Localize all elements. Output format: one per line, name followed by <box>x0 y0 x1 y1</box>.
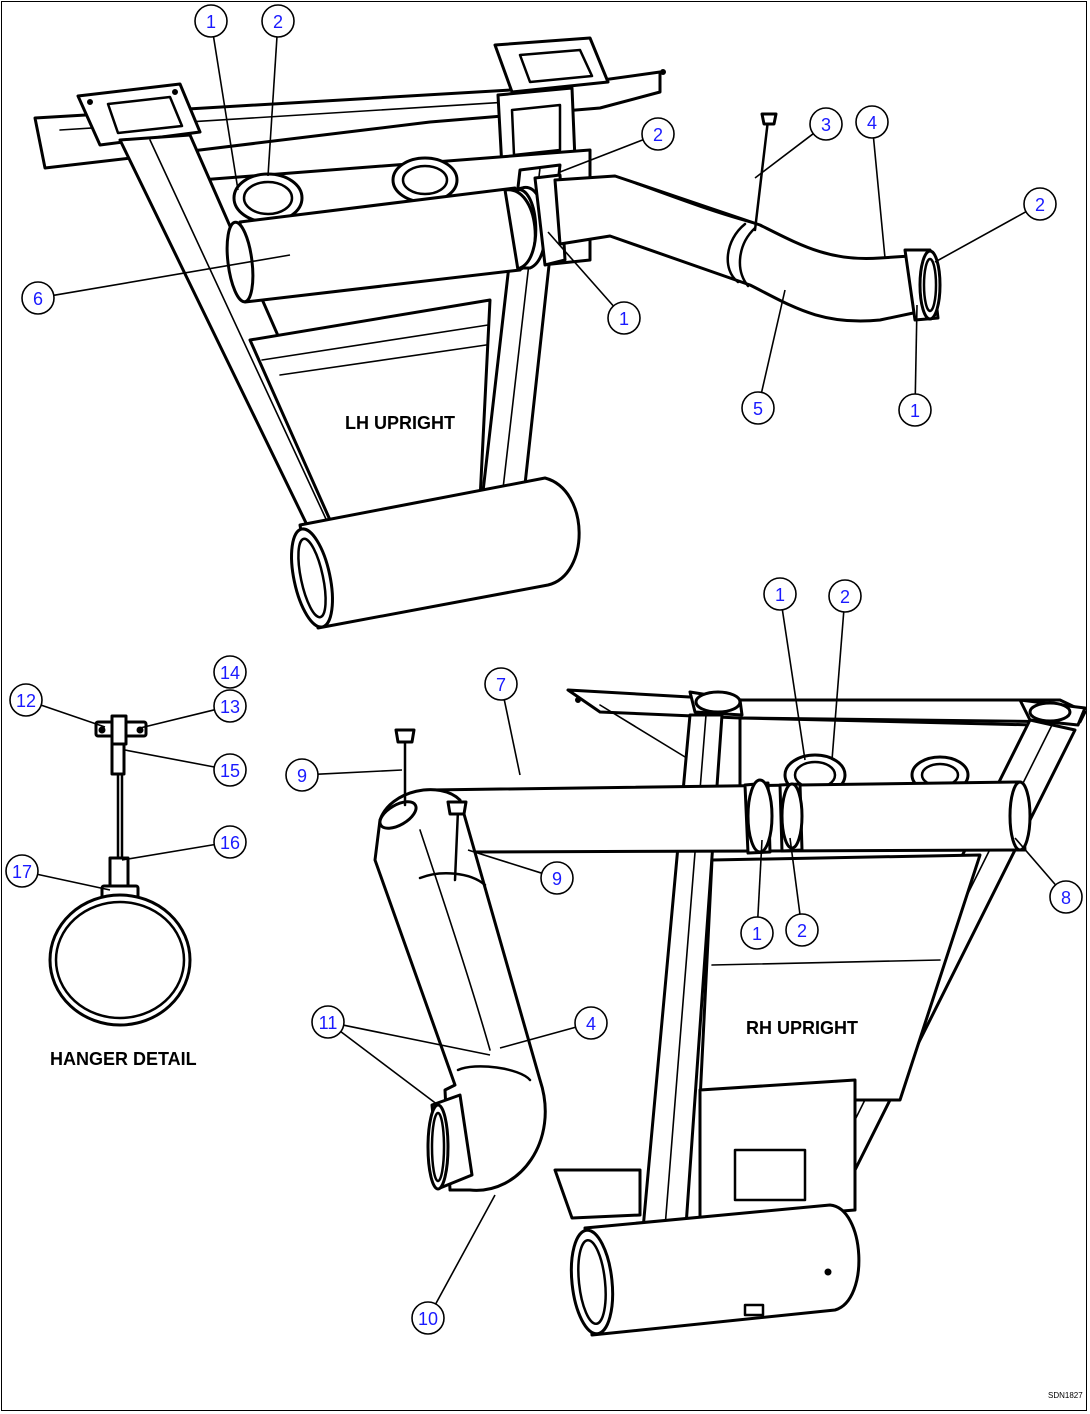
callout-number: 14 <box>220 663 240 683</box>
callout-number: 9 <box>297 766 307 786</box>
callout-leader-line <box>124 749 215 768</box>
callout-leader-line <box>37 873 111 891</box>
callout-leader-line <box>121 843 215 861</box>
callout-leader-line <box>789 837 801 915</box>
callout-balloon <box>213 689 247 723</box>
callout-number: 4 <box>586 1014 596 1034</box>
callout-leader-line <box>267 36 278 177</box>
callout-number: 1 <box>752 924 762 944</box>
callout-leader-line <box>503 699 521 776</box>
callout-leader-line <box>467 849 542 874</box>
callout-balloon <box>213 825 247 859</box>
callout-number: 16 <box>220 833 240 853</box>
callout-leader-line <box>781 609 806 761</box>
callout-balloon <box>213 655 247 689</box>
callout-balloon <box>741 391 775 425</box>
callout-balloon <box>285 758 319 792</box>
callout-number: 12 <box>16 691 36 711</box>
callout-leader-line <box>317 769 403 775</box>
callout-number: 7 <box>496 675 506 695</box>
callout-leader-line <box>40 704 106 728</box>
rh-upright-label: RH UPRIGHT <box>746 1018 858 1038</box>
callout-leader-line <box>53 254 291 297</box>
callout-number: 9 <box>552 869 562 889</box>
callout-leader-line <box>212 36 239 191</box>
callout-leader-line <box>914 304 918 395</box>
callout-leader-line <box>831 611 845 761</box>
callout-leader-line <box>934 211 1027 263</box>
callout-leader-line <box>760 289 786 393</box>
lh-upright-assembly: LH UPRIGHT <box>33 36 942 630</box>
callout-balloon <box>828 579 862 613</box>
callout-balloon <box>1023 187 1057 221</box>
callout-leader-line <box>1014 837 1057 886</box>
callout-number: 8 <box>1061 888 1071 908</box>
callout-leader-line <box>499 1026 576 1049</box>
callout-balloon <box>574 1006 608 1040</box>
callout-number: 2 <box>840 587 850 607</box>
callout-leader-line <box>434 1194 496 1305</box>
callout-number: 15 <box>220 761 240 781</box>
callout-number: 1 <box>775 585 785 605</box>
callout-leader-line <box>343 1024 491 1056</box>
callout-leader-line <box>547 231 615 307</box>
callout-number: 2 <box>273 12 283 32</box>
drawing-code: SDN1827 <box>1048 1391 1083 1400</box>
rh-upright-assembly: RH UPRIGHT <box>373 688 1087 1337</box>
callout-balloon <box>809 107 843 141</box>
callout-number: 3 <box>821 115 831 135</box>
callout-balloon <box>261 4 295 38</box>
callout-balloon <box>785 913 819 947</box>
callout-balloon <box>641 117 675 151</box>
callout-leader-line <box>139 709 215 729</box>
callout-balloon <box>9 683 43 717</box>
hanger-detail-label: HANGER DETAIL <box>50 1049 197 1069</box>
callout-balloon <box>607 301 641 335</box>
callout-number: 6 <box>33 289 43 309</box>
callout-leader-line <box>872 137 886 259</box>
callout-number: 1 <box>910 401 920 421</box>
callout-balloon <box>740 916 774 950</box>
callout-balloon <box>763 577 797 611</box>
callout-balloon <box>311 1005 345 1039</box>
lh-upright-label: LH UPRIGHT <box>345 413 455 433</box>
callout-number: 10 <box>418 1309 438 1329</box>
callout-number: 2 <box>653 125 663 145</box>
callout-number: 2 <box>797 921 807 941</box>
callout-number: 1 <box>619 309 629 329</box>
callout-leader-line <box>340 1030 439 1106</box>
callout-balloon <box>898 393 932 427</box>
callout-balloon <box>484 667 518 701</box>
callout-leader-line <box>757 839 763 918</box>
callout-balloon <box>194 4 228 38</box>
callout-number: 11 <box>319 1013 338 1033</box>
callout-number: 4 <box>867 113 877 133</box>
callout-number: 5 <box>753 399 763 419</box>
callout-number: 1 <box>206 12 216 32</box>
callout-leader-line <box>559 139 644 173</box>
callout-balloon <box>213 753 247 787</box>
callout-balloon <box>411 1301 445 1335</box>
callout-balloon <box>21 281 55 315</box>
callout-number: 17 <box>12 862 32 882</box>
callout-number: 13 <box>220 697 240 717</box>
hanger-detail: HANGER DETAIL <box>48 714 197 1069</box>
callout-balloon <box>855 105 889 139</box>
callout-leader-line <box>754 133 814 179</box>
callout-number: 2 <box>1035 195 1045 215</box>
callout-balloon <box>1049 880 1083 914</box>
callout-balloon <box>540 861 574 895</box>
callout-balloon <box>5 854 39 888</box>
